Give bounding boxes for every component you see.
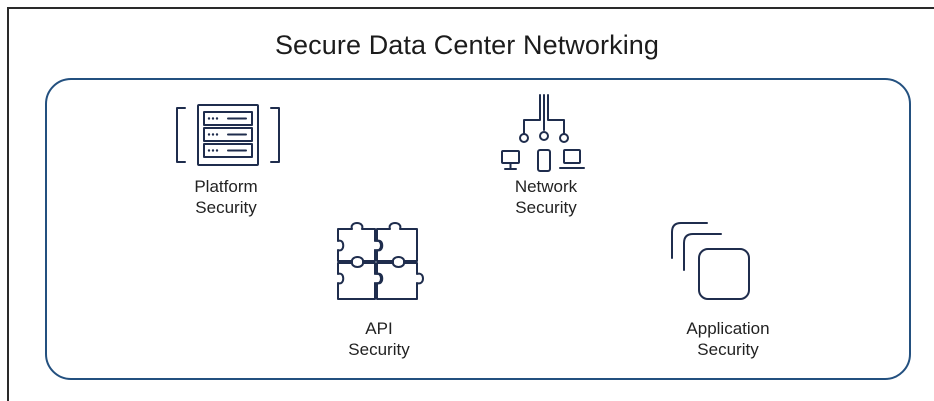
api-security-label: API Security	[299, 318, 459, 360]
application-security-label-line1: Application	[686, 319, 770, 338]
platform-security-label-line1: Platform	[194, 177, 258, 196]
network-security-label-line1: Network	[514, 177, 578, 196]
network-security-label-line2: Security	[515, 198, 577, 217]
security-group-container	[45, 78, 911, 380]
frame-border-top	[7, 7, 934, 9]
network-security-label: Network Security	[466, 176, 626, 218]
puzzle-icon	[333, 219, 425, 305]
application-security-label: Application Security	[648, 318, 808, 360]
network-topology-icon	[498, 94, 590, 174]
server-rack-icon	[176, 104, 280, 166]
api-security-label-line1: API	[365, 319, 393, 338]
platform-security-label-line2: Security	[195, 198, 257, 217]
stacked-windows-icon	[671, 222, 751, 300]
platform-security-label: Platform Security	[146, 176, 306, 218]
api-security-label-line2: Security	[348, 340, 410, 359]
diagram-title: Secure Data Center Networking	[274, 30, 660, 60]
application-security-label-line2: Security	[697, 340, 759, 359]
frame-border-left	[7, 7, 9, 401]
